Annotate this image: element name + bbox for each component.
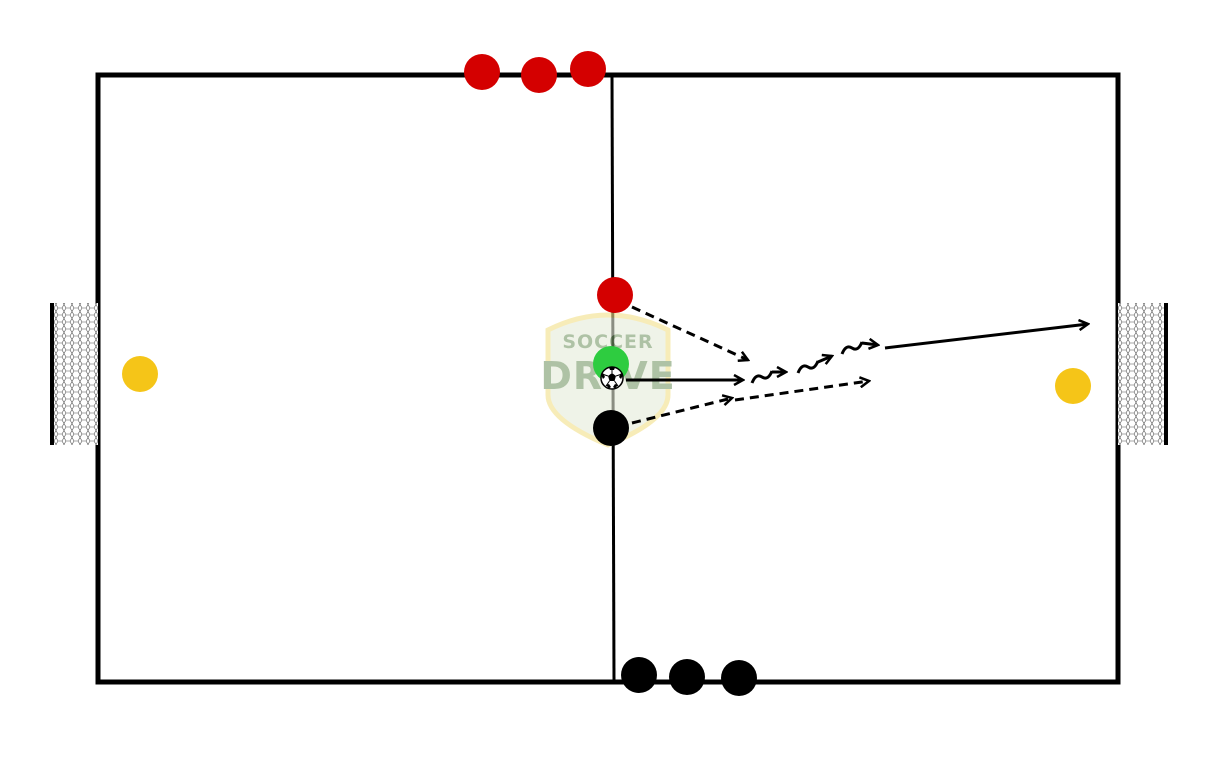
red-team	[464, 51, 633, 313]
left-goal	[50, 303, 98, 445]
goalkeeper-left	[122, 356, 158, 392]
red-player-1	[464, 54, 500, 90]
red-player-active	[597, 277, 633, 313]
black-player-2	[669, 659, 705, 695]
black-team	[593, 410, 757, 696]
black-player-1	[621, 657, 657, 693]
shot-line-solid	[884, 324, 1088, 350]
watermark-top-text: SOCCER	[562, 331, 653, 353]
dribble-squiggle-3	[840, 342, 878, 354]
ball-carrier	[593, 346, 629, 390]
dribble-squiggle	[750, 371, 786, 383]
black-player-3	[721, 660, 757, 696]
right-goal	[1118, 303, 1168, 445]
dribble-squiggle-2	[796, 356, 832, 374]
black-player-active	[593, 410, 629, 446]
pass-run-dashed-bottom	[631, 398, 732, 425]
red-player-2	[521, 57, 557, 93]
soccer-ball-icon	[600, 366, 624, 390]
pass-run-dashed-top	[631, 305, 748, 360]
movement-lines	[626, 305, 1088, 425]
goalkeepers	[122, 356, 1091, 404]
goalkeeper-right	[1055, 368, 1091, 404]
red-player-3	[570, 51, 606, 87]
overlap-run-dashed	[734, 381, 869, 402]
